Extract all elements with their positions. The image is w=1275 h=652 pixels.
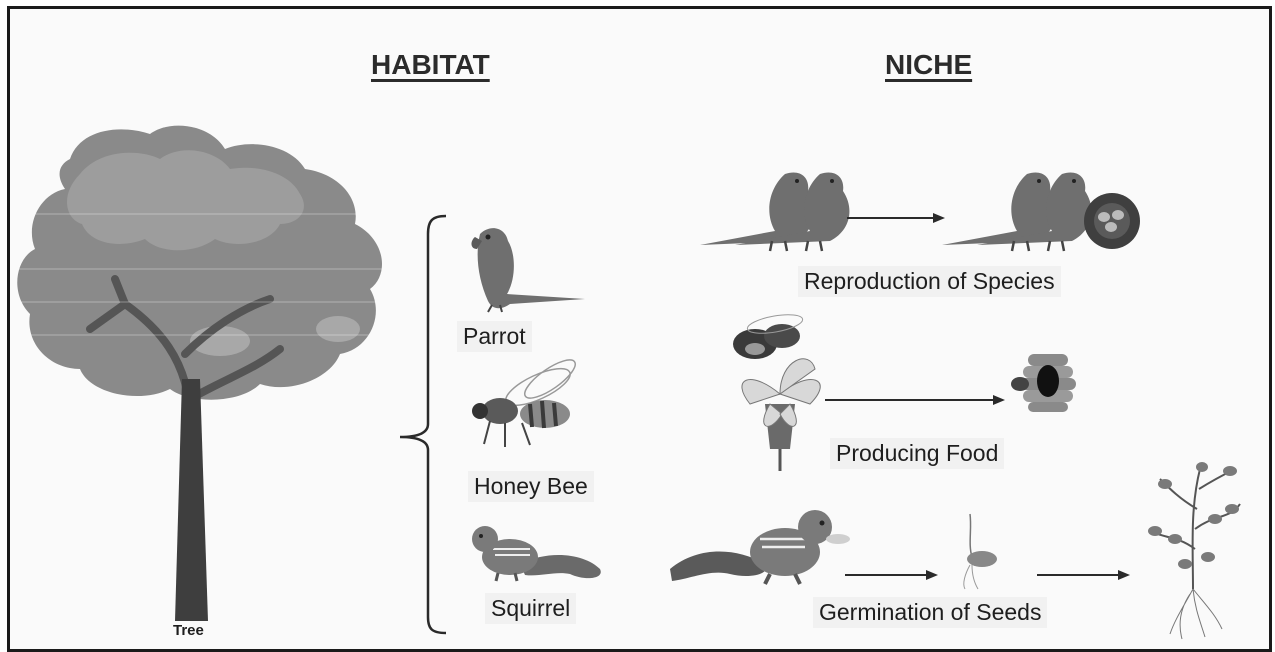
squirrel-large-illustration — [670, 510, 850, 584]
diagram-graphics — [10, 9, 1269, 649]
parrot-pair-right — [942, 173, 1091, 251]
diagram-frame: HABITAT NICHE Tree Parrot Honey Bee Squi… — [7, 6, 1272, 652]
squirrel-small-illustration — [472, 526, 601, 581]
nest-icon — [1084, 193, 1140, 249]
flower-with-bee — [733, 311, 820, 471]
honey-bee-label: Honey Bee — [468, 471, 594, 502]
germination-label: Germination of Seeds — [813, 597, 1047, 628]
tree-label: Tree — [173, 622, 204, 639]
tree-illustration — [10, 126, 390, 621]
tree-trunk — [175, 379, 208, 621]
reproduction-label: Reproduction of Species — [798, 266, 1061, 297]
parrot-label: Parrot — [457, 321, 532, 352]
beehive-icon — [1011, 354, 1076, 412]
bee-illustration — [472, 354, 580, 447]
parrot-pair-left — [700, 173, 849, 251]
sprouting-seed-icon — [964, 514, 997, 589]
parrot-illustration — [471, 228, 585, 312]
producing-food-label: Producing Food — [830, 438, 1004, 469]
niche-heading: NICHE — [885, 49, 972, 81]
squirrel-label: Squirrel — [485, 593, 576, 624]
brace — [400, 216, 446, 633]
habitat-heading: HABITAT — [371, 49, 490, 81]
plant-icon — [1148, 462, 1240, 639]
